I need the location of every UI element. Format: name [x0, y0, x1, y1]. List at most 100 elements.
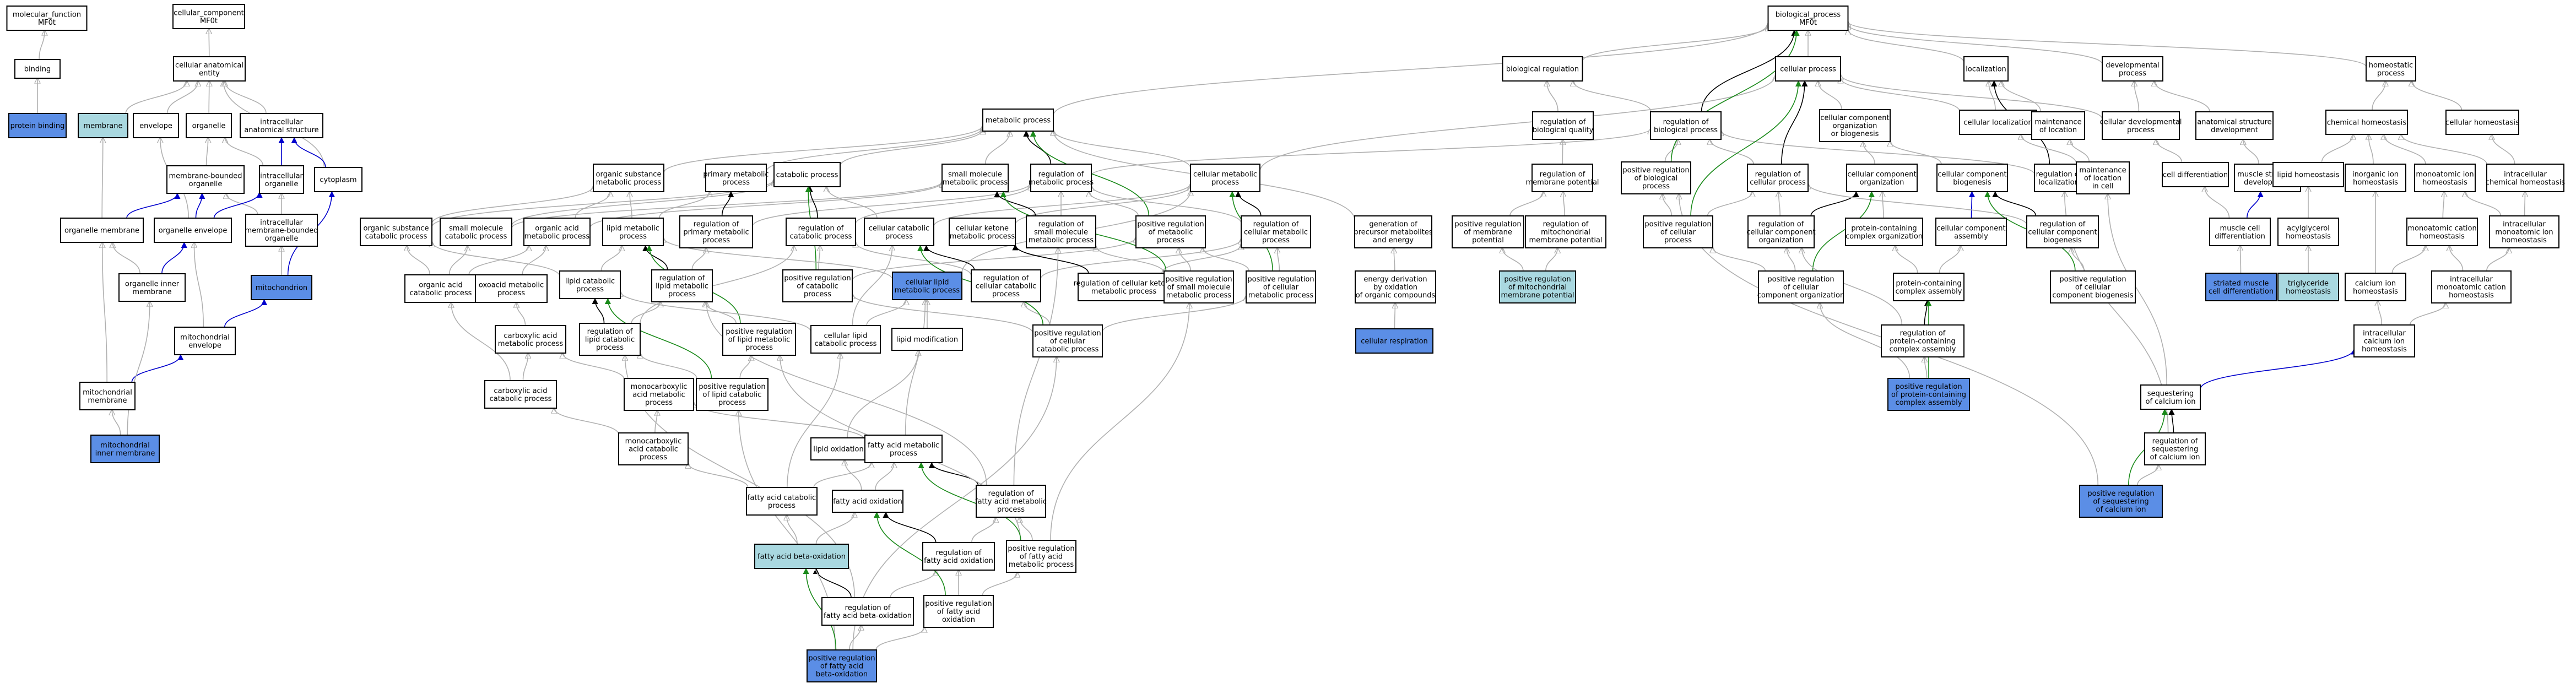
node-orgenv[interactable]: organelle envelope: [154, 218, 232, 243]
node-faox[interactable]: fatty acid oxidation: [832, 490, 903, 513]
node-celldiff[interactable]: cell differentiation: [2162, 162, 2229, 187]
node-metaproc[interactable]: metabolic process: [982, 109, 1054, 132]
node-binding[interactable]: binding: [14, 59, 61, 79]
node-organelle[interactable]: organelle: [186, 113, 232, 138]
node-chemhomeo[interactable]: chemical homeostasis: [2325, 110, 2408, 135]
node-catproc[interactable]: catabolic process: [773, 162, 841, 187]
node-lipoxid[interactable]: lipid oxidation: [810, 437, 867, 460]
node-fabo[interactable]: fatty acid beta-oxidation: [754, 544, 849, 569]
node-localization[interactable]: localization: [1963, 56, 2009, 82]
node-lipidhomeo[interactable]: lipid homeostasis: [2272, 162, 2344, 187]
node-mito[interactable]: mitochondrion: [251, 275, 312, 300]
node-cytoplasm[interactable]: cytoplasm: [314, 167, 362, 192]
node-protbind[interactable]: protein binding: [8, 113, 67, 138]
node-bioreg[interactable]: biological regulation: [1502, 56, 1583, 82]
node-cellproc[interactable]: cellular process: [1775, 56, 1841, 82]
